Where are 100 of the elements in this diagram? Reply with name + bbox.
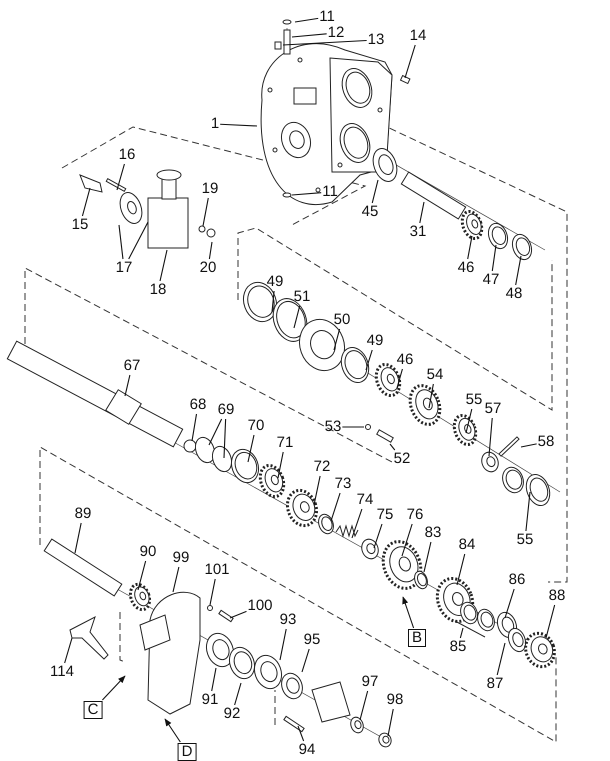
leader-line — [208, 418, 222, 446]
callout-number: 49 — [266, 274, 284, 290]
callout-number: 89 — [74, 506, 92, 522]
leader-line — [390, 444, 396, 450]
leader-line — [230, 610, 247, 619]
leader-line — [419, 202, 425, 224]
view-letter: C — [84, 701, 102, 719]
leader-line — [504, 588, 515, 618]
arrow — [164, 718, 181, 742]
callout-number: 55 — [516, 532, 534, 548]
callout-number: 48 — [506, 286, 522, 302]
callout-number: 17 — [116, 260, 132, 276]
callout-number: 95 — [304, 632, 320, 648]
callout-number: 67 — [124, 358, 140, 374]
callout-number: 45 — [362, 204, 378, 220]
leader-line — [293, 306, 300, 328]
callout-number: 98 — [386, 692, 404, 708]
leader-line — [460, 628, 464, 638]
leader-line — [401, 524, 413, 556]
leader-line — [116, 164, 125, 190]
callout-number: 68 — [190, 397, 206, 413]
leader-line — [277, 452, 284, 478]
leader-line — [373, 524, 383, 548]
arrow — [102, 675, 126, 700]
callout-number: 12 — [328, 25, 344, 41]
leader-line — [247, 434, 255, 462]
callout-number: 91 — [202, 692, 218, 708]
leader-line — [492, 244, 497, 272]
callout-number: 11 — [322, 184, 338, 200]
callout-number: 69 — [218, 402, 234, 418]
callout-number: 83 — [424, 525, 442, 541]
callout-number: 76 — [406, 507, 424, 523]
callout-number: 15 — [72, 217, 88, 233]
callout-number: 52 — [394, 451, 410, 467]
leader-line — [488, 418, 493, 456]
leader-line — [124, 374, 130, 396]
callout-number: 88 — [548, 588, 566, 604]
leader-line — [191, 414, 198, 442]
callout-number: 54 — [426, 367, 444, 383]
callout-number: 47 — [482, 272, 500, 288]
leader-line — [294, 18, 318, 23]
callout-number: 46 — [458, 260, 474, 276]
callout-number: 14 — [410, 28, 426, 44]
callout-number: 46 — [396, 352, 414, 368]
leader-line — [128, 222, 148, 260]
leader-line — [496, 642, 506, 676]
callout-number: 19 — [202, 181, 218, 197]
leader-line — [271, 290, 275, 312]
callout-number: 92 — [224, 706, 240, 722]
leader-line — [365, 350, 373, 370]
leader-line — [313, 476, 321, 506]
callout-number: 50 — [334, 312, 350, 328]
callout-number: 1 — [210, 116, 220, 132]
callout-number: 13 — [368, 32, 384, 48]
leader-line — [292, 33, 327, 38]
leader-line — [525, 492, 531, 532]
view-letter: D — [178, 743, 196, 761]
callout-number: 57 — [484, 401, 502, 417]
callout-number: 53 — [324, 419, 342, 435]
leader-line — [342, 426, 364, 428]
callout-number: 74 — [356, 492, 374, 508]
callout-number: 11 — [319, 9, 335, 25]
leader-line — [456, 554, 466, 586]
callout-number: 71 — [276, 435, 294, 451]
leader-line — [330, 492, 341, 522]
leader-line — [220, 124, 258, 127]
callout-number: 90 — [140, 544, 156, 560]
callout-number: 18 — [150, 282, 166, 298]
leader-line — [396, 368, 403, 388]
callout-number: 87 — [486, 676, 504, 692]
leader-line — [172, 566, 180, 592]
leader-line — [159, 250, 168, 282]
leader-line — [423, 542, 432, 572]
leader-line — [301, 648, 310, 672]
leader-line — [211, 668, 217, 692]
leader-line — [234, 682, 242, 706]
callout-number: 20 — [200, 260, 216, 276]
leader-line — [223, 418, 226, 458]
view-letter: B — [408, 629, 426, 647]
callout-number: 94 — [298, 742, 316, 758]
leader-line — [520, 443, 537, 448]
callout-number: 75 — [376, 507, 394, 523]
leader-line — [467, 236, 473, 260]
leader-line — [465, 408, 472, 434]
leader-line — [428, 384, 434, 408]
callout-number: 86 — [508, 572, 526, 588]
callout-number: 51 — [294, 289, 310, 305]
leader-line — [333, 328, 340, 350]
leader-line — [282, 40, 367, 46]
leader-line — [515, 256, 522, 286]
leader-line — [137, 560, 146, 590]
callout-number: 16 — [118, 147, 136, 163]
callout-number: 55 — [466, 392, 482, 408]
callout-number: 114 — [50, 664, 74, 680]
callout-number: 84 — [458, 537, 476, 553]
leader-line — [202, 198, 209, 226]
callout-number: 93 — [280, 612, 296, 628]
callout-number: 58 — [538, 434, 554, 450]
leader-line — [297, 726, 304, 742]
leader-line — [545, 604, 556, 638]
